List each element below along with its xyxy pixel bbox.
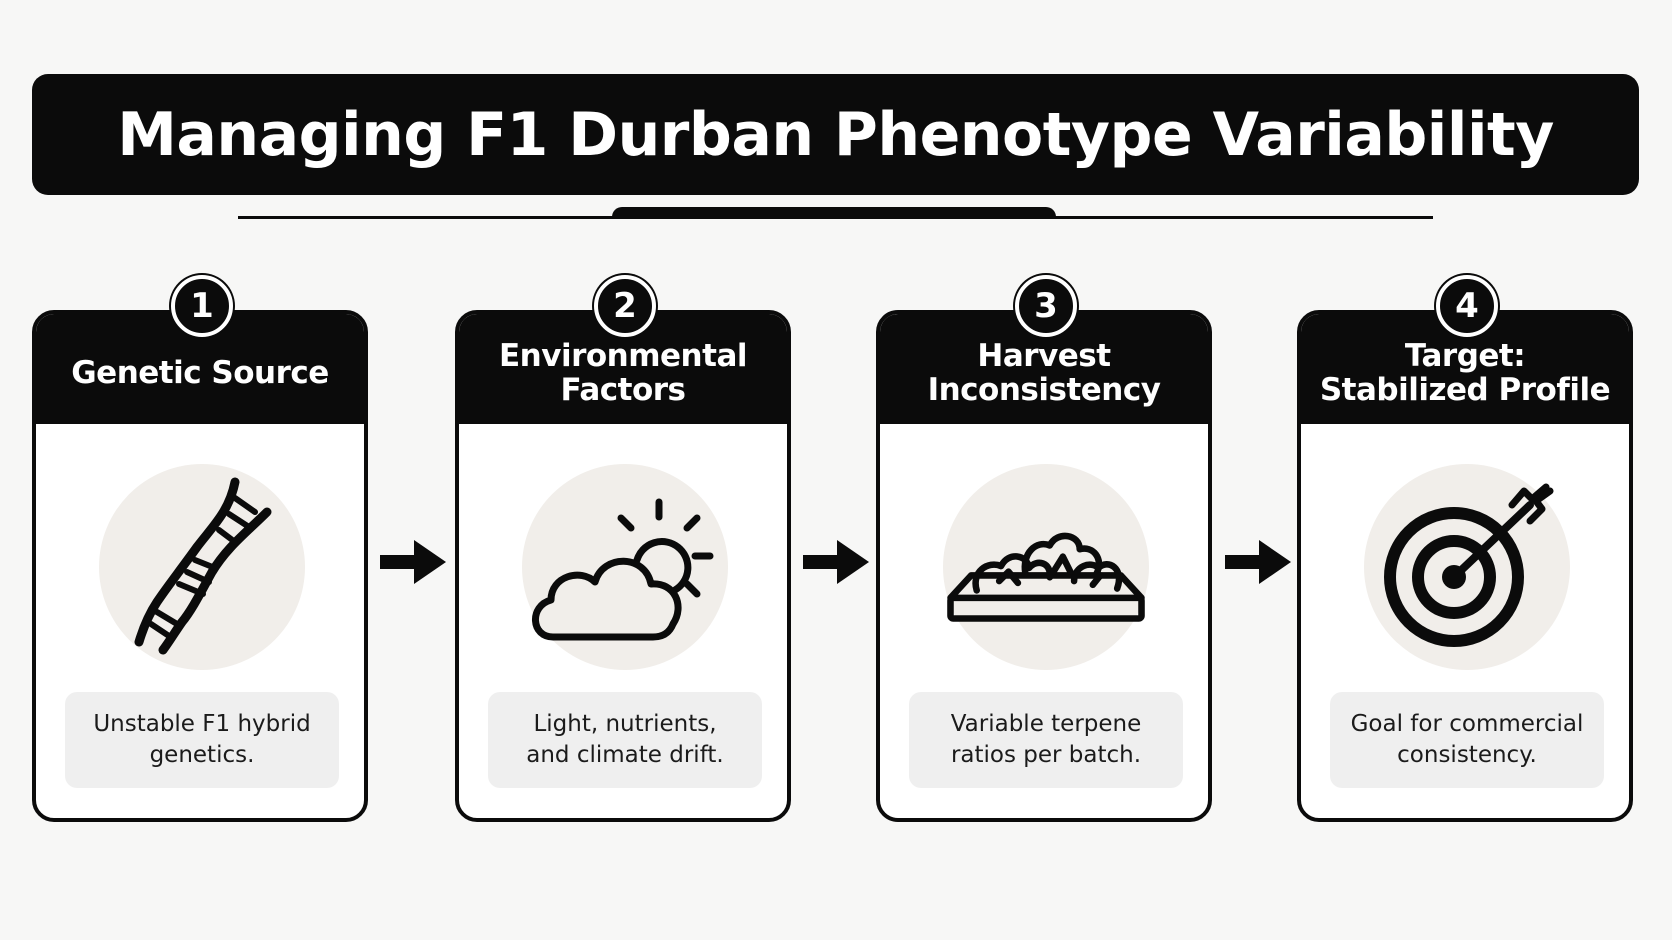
- step-number-badge: 3: [1015, 275, 1077, 337]
- step-title: Environmental Factors: [499, 338, 748, 408]
- step-card-header: Harvest Inconsistency: [880, 314, 1208, 424]
- dna-icon: [134, 477, 272, 655]
- step-card-4: Target: Stabilized Profile Goal for comm…: [1297, 310, 1633, 822]
- icon-circle: [99, 464, 305, 670]
- icon-circle: [1364, 464, 1570, 670]
- step-description: Unstable F1 hybrid genetics.: [93, 711, 311, 768]
- step-description-box: Goal for commercial consistency.: [1330, 692, 1604, 788]
- arrow-right-icon: [380, 540, 446, 584]
- target-icon: [1384, 483, 1554, 647]
- step-card-1: Genetic Source Unstable F1 hybrid geneti…: [32, 310, 368, 822]
- arrow-right-icon: [1225, 540, 1291, 584]
- step-number-badge: 4: [1436, 275, 1498, 337]
- icon-circle: [522, 464, 728, 670]
- page-title: Managing F1 Durban Phenotype Variability: [117, 99, 1554, 170]
- title-underline-tab: [612, 207, 1056, 219]
- step-card-2: Environmental Factors Light, nutrients, …: [455, 310, 791, 822]
- weather-icon: [532, 498, 714, 641]
- step-title: Genetic Source: [71, 355, 329, 391]
- step-title: Target: Stabilized Profile: [1319, 338, 1611, 408]
- title-banner: Managing F1 Durban Phenotype Variability: [32, 74, 1639, 195]
- icon-circle: [943, 464, 1149, 670]
- step-title: Harvest Inconsistency: [927, 338, 1161, 408]
- step-description: Variable terpene ratios per batch.: [950, 711, 1142, 768]
- step-description: Light, nutrients, and climate drift.: [526, 711, 724, 768]
- step-number-badge: 2: [594, 275, 656, 337]
- step-card-header: Genetic Source: [36, 314, 364, 424]
- step-description-box: Variable terpene ratios per batch.: [909, 692, 1183, 788]
- step-description-box: Unstable F1 hybrid genetics.: [65, 692, 339, 788]
- harvest-tray-icon: [947, 532, 1145, 622]
- step-card-3: Harvest Inconsistency Variable terpene r…: [876, 310, 1212, 822]
- step-description-box: Light, nutrients, and climate drift.: [488, 692, 762, 788]
- arrow-right-icon: [803, 540, 869, 584]
- step-number-badge: 1: [171, 275, 233, 337]
- step-description: Goal for commercial consistency.: [1350, 711, 1584, 768]
